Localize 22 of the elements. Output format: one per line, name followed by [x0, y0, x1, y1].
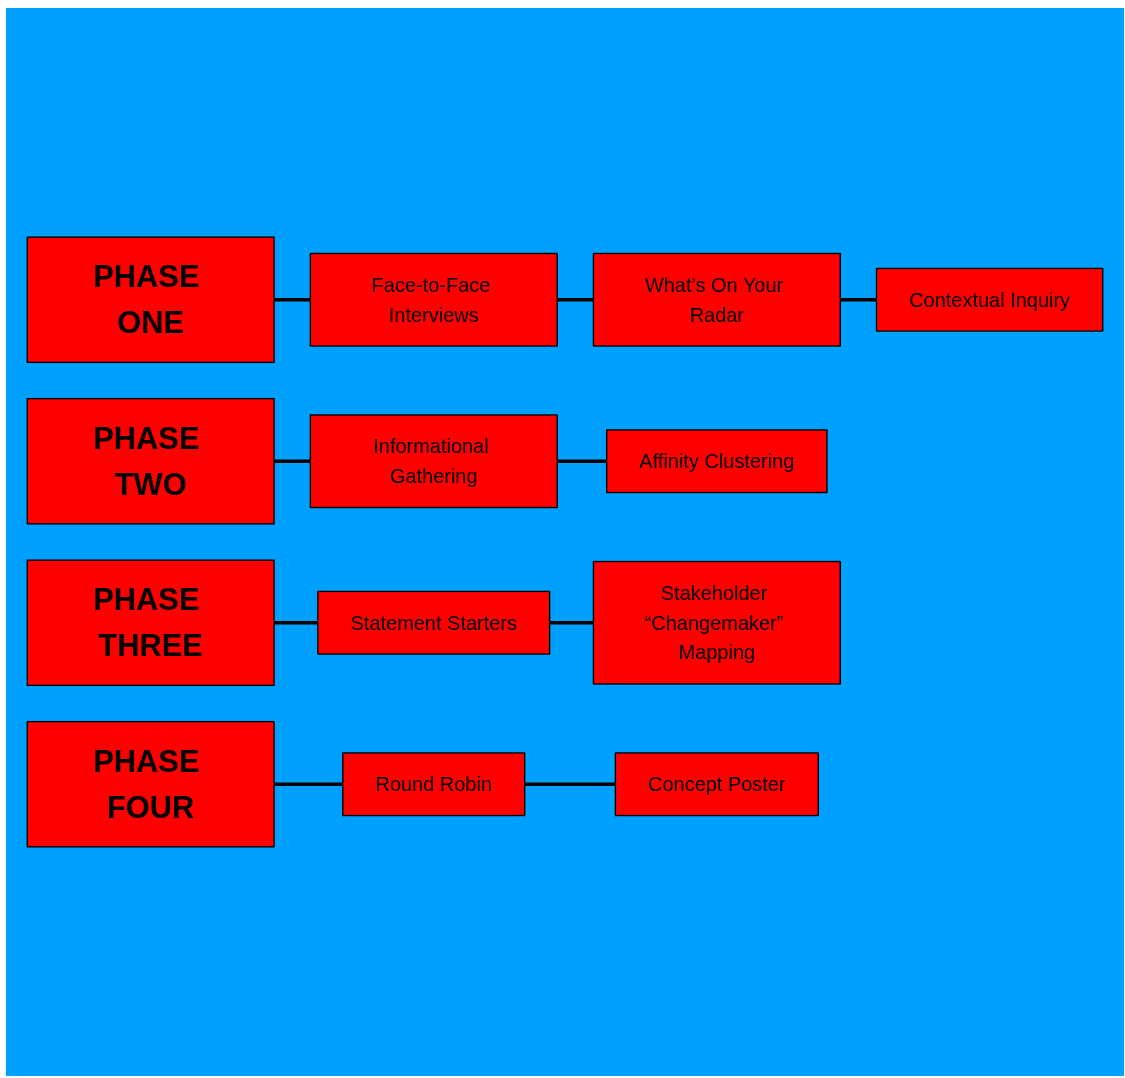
node-box: Stakeholder “Changemaker” Mapping	[592, 560, 841, 685]
node-box: PHASE ONE	[26, 236, 275, 364]
connector	[274, 782, 343, 787]
connector	[274, 620, 318, 625]
connector	[274, 297, 311, 302]
node-box: Contextual Inquiry	[875, 267, 1104, 332]
node-box: Round Robin	[342, 752, 526, 817]
connector	[557, 297, 594, 302]
node-box: PHASE TWO	[26, 397, 275, 525]
node-box: Concept Poster	[614, 752, 819, 817]
connector	[274, 459, 311, 464]
connector	[549, 620, 594, 625]
connector	[557, 459, 607, 464]
connector	[840, 297, 877, 302]
connector	[524, 782, 616, 787]
node-box: What’s On Your Radar	[592, 252, 841, 347]
node-box: Statement Starters	[317, 590, 551, 655]
node-box: Face-to-Face Interviews	[309, 252, 558, 347]
node-box: PHASE FOUR	[26, 720, 275, 848]
node-box: PHASE THREE	[26, 559, 275, 687]
node-box: Informational Gathering	[309, 414, 558, 509]
node-box: Affinity Clustering	[606, 429, 828, 494]
